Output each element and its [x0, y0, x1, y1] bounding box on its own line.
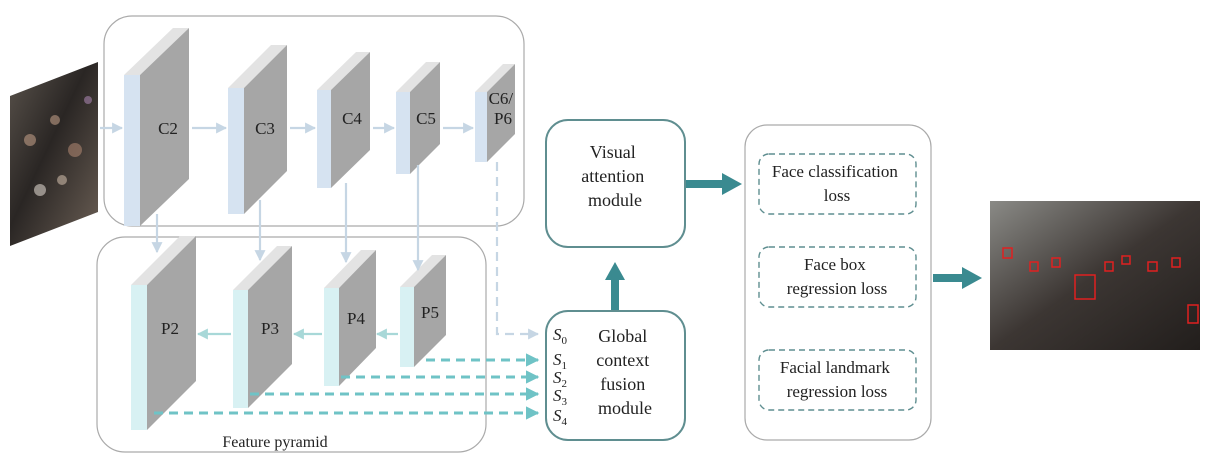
backbone-layers: C2 C3 C4 C5 — [124, 28, 518, 226]
svg-text:C4: C4 — [342, 109, 362, 128]
svg-text:C5: C5 — [416, 109, 436, 128]
visual-attention-module: Visual attention module — [545, 119, 686, 248]
layer-c6-p6: C6/ P6 — [475, 64, 518, 162]
loss-facial-landmark-regression: Facial landmark regression loss — [758, 349, 917, 411]
svg-text:C3: C3 — [255, 119, 275, 138]
output-image — [990, 201, 1200, 350]
svg-text:P4: P4 — [347, 309, 365, 328]
backbone-container — [103, 15, 525, 227]
svg-text:Visual attention: Visual attention module — [581, 142, 648, 210]
pyramid-layers: P2 P3 P4 P5 — [131, 236, 446, 430]
svg-text:S2: S2 — [553, 368, 567, 390]
fusion-to-attention-arrow — [605, 262, 625, 310]
svg-text:Face box regression lo: Face box regression loss — [787, 255, 888, 298]
layer-c3: C3 — [228, 45, 287, 214]
layer-p4: P4 — [324, 250, 376, 386]
layer-c5: C5 — [396, 62, 440, 174]
pyramid-to-fusion-arrows — [154, 353, 540, 420]
lateral-arrows — [151, 165, 424, 272]
global-context-fusion-module: Global context fusion module S0 S1 S2 S3… — [545, 310, 686, 441]
svg-text:C2: C2 — [158, 119, 178, 138]
svg-text:Facial landmark regres: Facial landmark regression loss — [780, 358, 894, 401]
attention-to-loss-arrow — [686, 173, 742, 195]
loss-face-classification: Face classification loss — [758, 153, 917, 215]
svg-text:S4: S4 — [553, 406, 568, 428]
layer-p3: P3 — [233, 246, 292, 408]
input-image — [10, 62, 98, 246]
svg-text:S3: S3 — [553, 386, 568, 408]
losses-container — [744, 124, 932, 441]
svg-text:P3: P3 — [261, 319, 279, 338]
layer-c6-label: C6/ P6 — [489, 89, 518, 128]
loss-face-box-regression: Face box regression loss — [758, 246, 917, 308]
c6-dashed-link — [495, 162, 540, 340]
layer-c4: C4 — [317, 52, 370, 188]
svg-text:P2: P2 — [161, 319, 179, 338]
pyramid-container — [96, 236, 487, 453]
layer-p5: P5 — [400, 255, 446, 367]
svg-text:Global context: Global context fusion module — [596, 326, 653, 418]
svg-text:Face classification lo: Face classification loss — [772, 162, 902, 205]
svg-text:P5: P5 — [421, 303, 439, 322]
svg-text:S1: S1 — [553, 350, 567, 372]
loss-to-output-arrow — [933, 267, 982, 289]
layer-p2: P2 — [131, 236, 196, 430]
pyramid-caption: Feature pyramid — [222, 434, 327, 451]
layer-c2: C2 — [124, 28, 189, 226]
fusion-inputs: S0 S1 S2 S3 S4 — [553, 325, 568, 428]
svg-text:S0: S0 — [553, 325, 568, 347]
